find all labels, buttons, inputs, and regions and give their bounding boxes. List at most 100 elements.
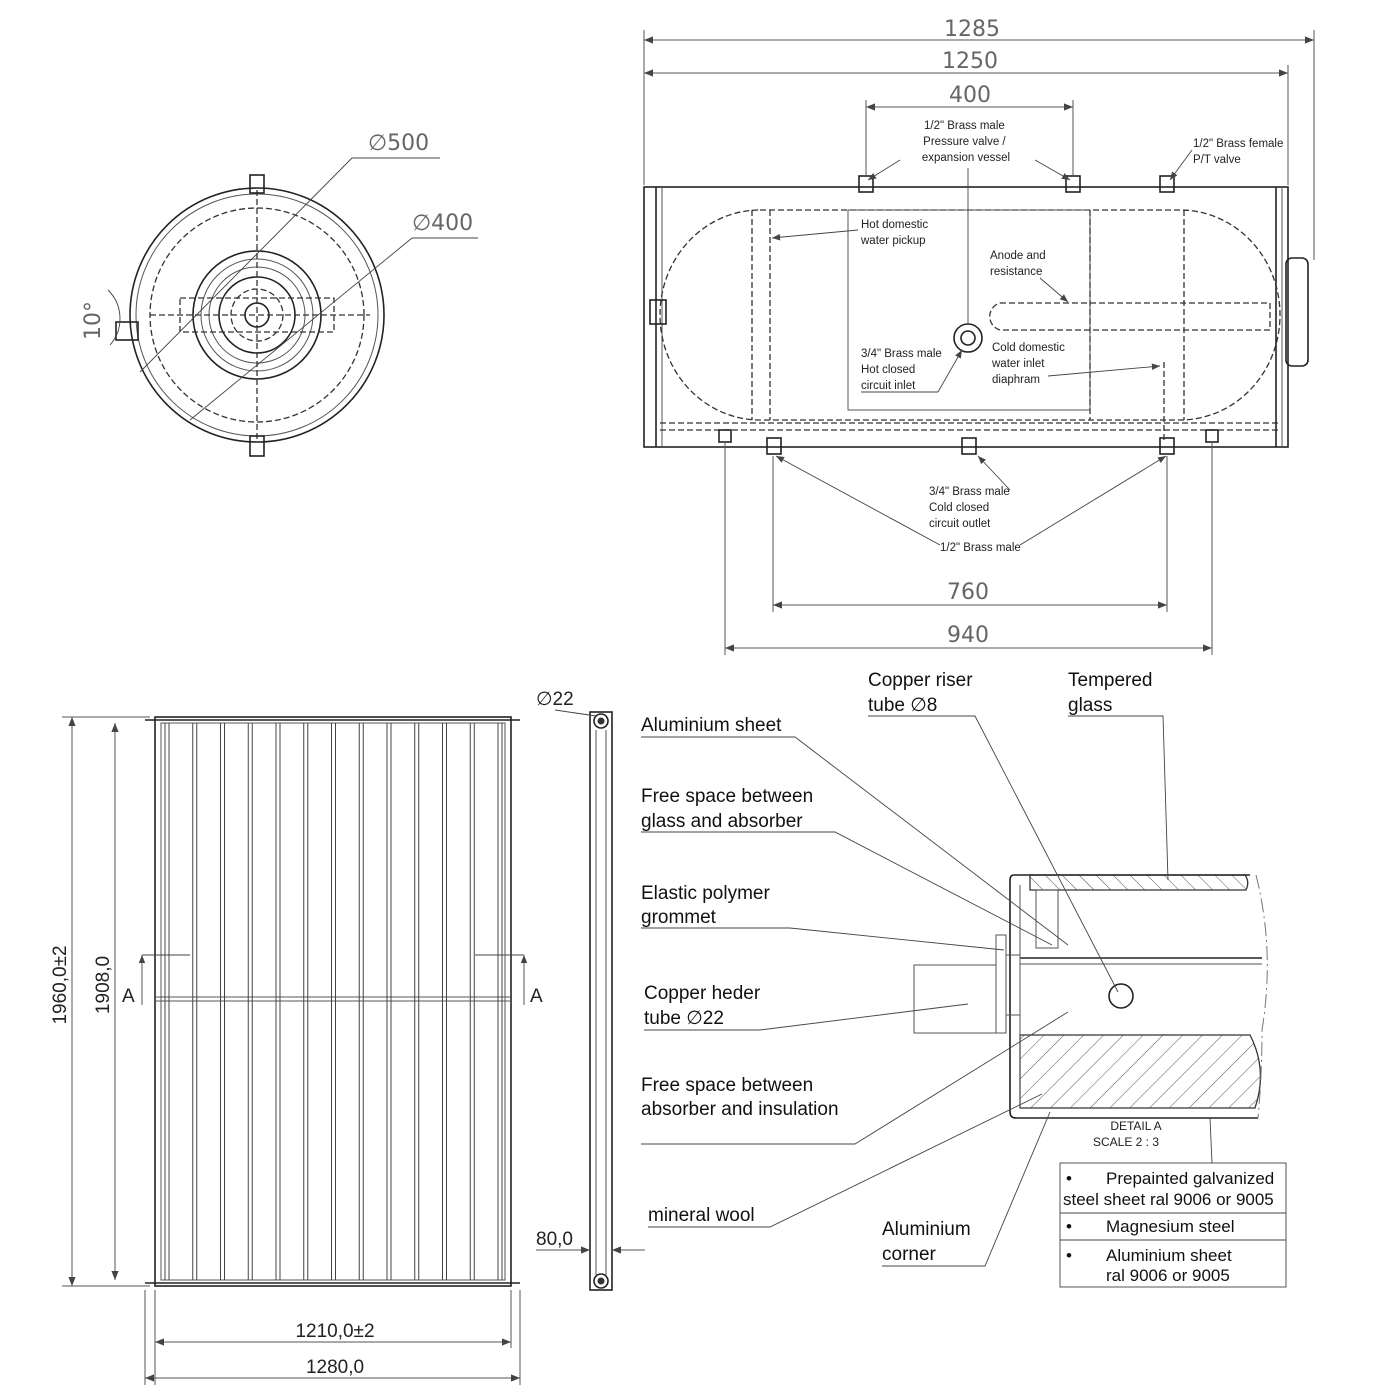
legend-item-1: Prepainted galvanized steel sheet ral 90… xyxy=(1063,1169,1279,1209)
dim-1280: 1280,0 xyxy=(306,1357,364,1378)
bottom-fitting-5 xyxy=(1205,429,1219,443)
flange-center xyxy=(244,302,270,328)
header-tube-bottom-core xyxy=(597,1277,605,1285)
lead-aluminium-sheet xyxy=(641,736,1069,946)
lead-dia22 xyxy=(554,709,597,717)
lead-grommet xyxy=(641,927,1005,951)
callout-pt-valve: 1/2" Brass female P/T valve xyxy=(1193,138,1287,166)
callout-anode: Anode and resistance xyxy=(990,250,1049,278)
grommet-block xyxy=(1035,889,1059,949)
callout-cold-inlet: Cold domestic water inlet diaphram xyxy=(991,342,1068,386)
tank-side-view: 1285 1250 400 xyxy=(643,17,1315,655)
label-riser-tube: Copper riser tube ∅8 xyxy=(868,670,978,716)
hot-inlet-port-inner xyxy=(960,330,976,346)
lead-anode xyxy=(1039,277,1069,303)
dim-1250: 1250 xyxy=(942,49,998,74)
header-tube-top xyxy=(593,713,609,729)
riser-tube-circle xyxy=(1108,983,1134,1009)
lead-cold-outlet xyxy=(977,455,1011,491)
bottom-fitting-4 xyxy=(1159,437,1175,455)
lead-legend xyxy=(1209,1117,1213,1164)
lead-mineral-wool xyxy=(648,1093,1043,1228)
bottom-fitting-1 xyxy=(718,429,732,443)
label-free-space-glass: Free space between glass and absorber xyxy=(641,786,818,832)
header-tube xyxy=(913,964,997,1034)
side-fitting xyxy=(649,299,667,325)
hot-inlet-port xyxy=(953,323,983,353)
lead-free-space-insulation xyxy=(641,1011,1069,1145)
dia400-label: ∅400 xyxy=(412,211,473,236)
insulation-hatch xyxy=(1019,1034,1262,1109)
lead-aluminium-corner xyxy=(882,1111,1051,1267)
lead-pt xyxy=(1169,149,1193,181)
legend-item-2: Magnesium steel xyxy=(1106,1217,1235,1236)
lead-hot-inlet xyxy=(937,349,963,393)
flange-outer xyxy=(192,250,322,380)
fitting-side xyxy=(115,321,139,341)
lead-cold-inlet xyxy=(1047,363,1161,377)
callout-cold-outlet: 3/4" Brass male Cold closed circuit outl… xyxy=(929,486,1013,530)
lead-bm-1 xyxy=(775,455,941,546)
outer-shell xyxy=(129,187,385,443)
lead-riser-tube xyxy=(868,715,1119,993)
callout-pressure-valve: 1/2" Brass male Pressure valve / expansi… xyxy=(922,120,1010,164)
glass-hatch xyxy=(1029,874,1249,891)
lead-header-tube xyxy=(644,1003,969,1031)
section-a-right: A xyxy=(530,986,543,1007)
tank-end-view: ∅500 ∅400 10° xyxy=(81,131,478,457)
header-tube-bottom xyxy=(593,1273,609,1289)
label-aluminium-sheet: Aluminium sheet xyxy=(641,715,782,736)
break-line xyxy=(1255,874,1268,1119)
lead-free-space-glass xyxy=(641,831,1053,946)
label-aluminium-corner: Aluminium corner xyxy=(882,1219,976,1265)
label-header-tube: Copper heder tube ∅22 xyxy=(644,983,765,1029)
top-fitting-3 xyxy=(1159,175,1175,193)
dia22-label: ∅22 xyxy=(536,689,574,710)
lead-hot-pickup xyxy=(771,229,859,241)
collector-side-view: ∅22 80,0 xyxy=(536,689,645,1291)
label-mineral-wool: mineral wool xyxy=(648,1205,755,1226)
dim-400: 400 xyxy=(949,83,991,108)
legend-table: • Prepainted galvanized steel sheet ral … xyxy=(1059,1162,1287,1288)
anode-rod xyxy=(989,302,1271,331)
callout-hot-pickup: Hot domestic water pickup xyxy=(860,219,931,247)
section-a-left: A xyxy=(122,986,135,1007)
dim-1285: 1285 xyxy=(944,17,1000,42)
legend-bullet-2: • xyxy=(1066,1217,1072,1236)
fitting-top xyxy=(249,174,265,194)
flange-bolts xyxy=(230,288,284,342)
dia500-leader xyxy=(139,157,353,373)
inner-tank xyxy=(659,209,1281,421)
lead-tempered-glass xyxy=(1068,715,1169,881)
legend-item-3: Aluminium sheet ral 9006 or 9005 xyxy=(1106,1246,1236,1285)
dim-1908: 1908,0 xyxy=(93,956,114,1014)
lead-bm-2 xyxy=(1019,455,1167,546)
top-fitting-2 xyxy=(1065,175,1081,193)
grommet-inner xyxy=(1005,954,1021,1016)
profile-frame xyxy=(589,711,613,1291)
dim-760: 760 xyxy=(947,580,989,605)
legend-bullet-3: • xyxy=(1066,1246,1072,1265)
bottom-fitting-3 xyxy=(961,437,977,455)
riser-tubes xyxy=(164,723,503,1280)
label-free-space-insulation: Free space between absorber and insulati… xyxy=(641,1075,839,1120)
label-tempered-glass: Tempered glass xyxy=(1068,670,1158,716)
dim-80: 80,0 xyxy=(536,1229,573,1250)
angle-label: 10° xyxy=(81,301,106,340)
frame-outline xyxy=(1009,874,1258,1119)
lead-pv-2 xyxy=(1034,159,1071,181)
casing xyxy=(643,186,1289,448)
angle-arc xyxy=(107,289,121,346)
top-fitting-1 xyxy=(858,175,874,193)
dim-940: 940 xyxy=(947,623,989,648)
label-grommet: Elastic polymer grommet xyxy=(641,883,775,928)
collector-front-view: A A 1960,0±2 1908,0 1210,0±2 1280,0 xyxy=(50,716,543,1385)
dia500-label: ∅500 xyxy=(368,131,429,156)
lead-pv-1 xyxy=(867,159,901,181)
flange-cover xyxy=(1285,257,1309,367)
legend-bullet-1: • xyxy=(1066,1169,1072,1188)
detail-a: DETAIL A SCALE 2 : 3 Aluminium sheet Fre… xyxy=(641,670,1287,1288)
dim-1210: 1210,0±2 xyxy=(295,1321,374,1342)
detail-title: DETAIL A xyxy=(1110,1119,1161,1133)
